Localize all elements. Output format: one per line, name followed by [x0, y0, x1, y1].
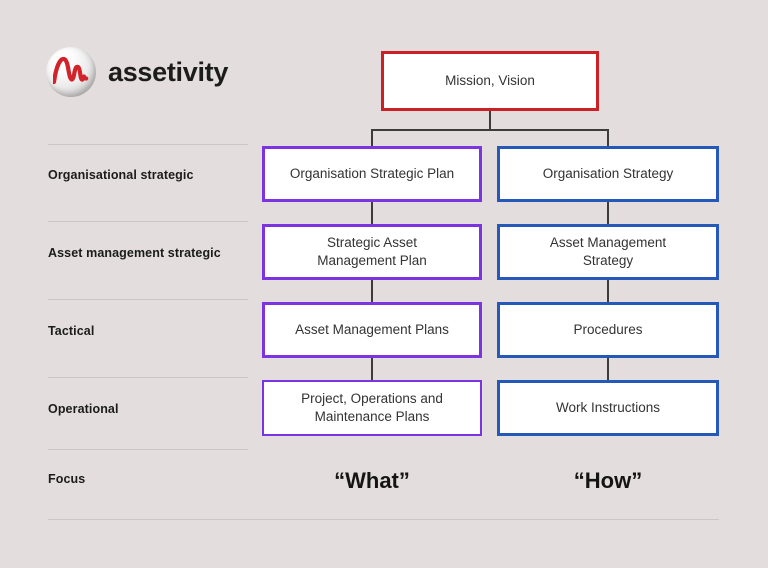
node-asset-management-strategy[interactable]: Asset Management Strategy [497, 224, 719, 280]
node-organisation-strategy[interactable]: Organisation Strategy [497, 146, 719, 202]
brand-logo: assetivity [46, 47, 228, 97]
node-strategic-asset-management-plan[interactable]: Strategic Asset Management Plan [262, 224, 482, 280]
rail-divider-5 [48, 449, 248, 450]
connector-what-2-3 [371, 278, 373, 302]
rail-divider-4 [48, 377, 248, 378]
connector-how-3-4 [607, 356, 609, 380]
connector-split-bar [371, 129, 609, 131]
row-label-organisational-strategic: Organisational strategic [48, 168, 194, 182]
assetivity-sphere-icon [46, 47, 96, 97]
focus-label-how: “How” [573, 468, 643, 493]
connector-how-2-3 [607, 278, 609, 302]
connector-how-1-2 [607, 200, 609, 224]
row-label-asset-management-strategic: Asset management strategic [48, 246, 221, 260]
connector-drop-what [371, 129, 373, 146]
node-procedures[interactable]: Procedures [497, 302, 719, 358]
row-label-focus: Focus [48, 472, 86, 486]
red-m-wave-icon [53, 57, 89, 85]
rail-divider-2 [48, 221, 248, 222]
node-asset-management-plans[interactable]: Asset Management Plans [262, 302, 482, 358]
node-mission-vision[interactable]: Mission, Vision [381, 51, 599, 111]
connector-drop-how [607, 129, 609, 146]
node-organisation-strategic-plan[interactable]: Organisation Strategic Plan [262, 146, 482, 202]
node-project-operations-maintenance-plans[interactable]: Project, Operations and Maintenance Plan… [262, 380, 482, 436]
connector-mission-trunk [489, 111, 491, 130]
row-label-operational: Operational [48, 402, 119, 416]
node-work-instructions[interactable]: Work Instructions [497, 380, 719, 436]
row-label-tactical: Tactical [48, 324, 95, 338]
focus-label-what: “What” [334, 468, 410, 493]
brand-name: assetivity [108, 56, 229, 87]
connector-what-1-2 [371, 200, 373, 224]
connector-what-3-4 [371, 356, 373, 380]
rail-divider-3 [48, 299, 248, 300]
rail-divider-bottom [48, 519, 719, 520]
rail-divider-1 [48, 144, 248, 145]
